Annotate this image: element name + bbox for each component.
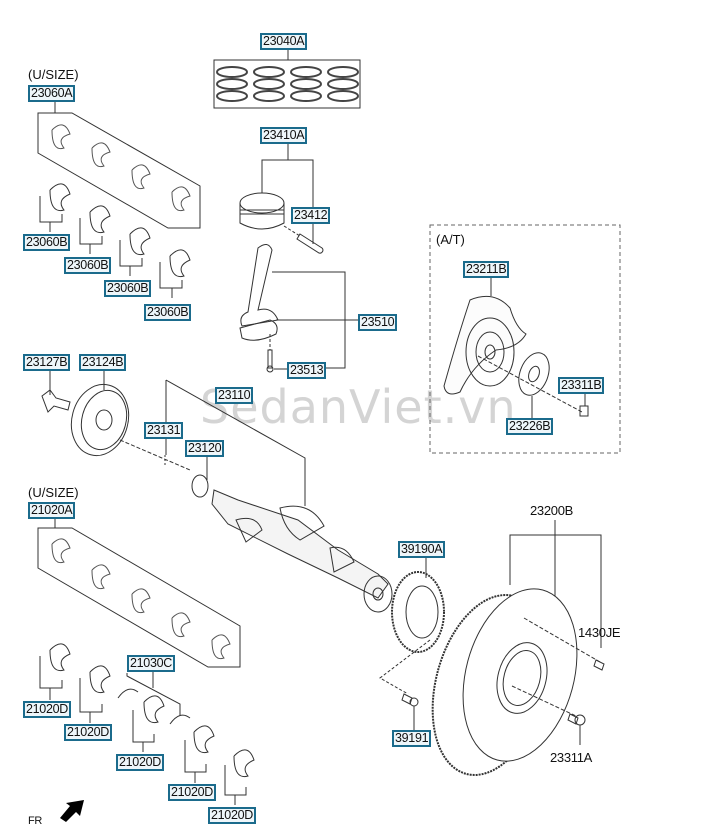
main-bearing-set-illustration <box>37 518 255 805</box>
part-label-23510[interactable]: 23510 <box>358 314 398 331</box>
part-label-23200B[interactable]: 23200B <box>530 503 574 518</box>
part-label-39191[interactable]: 39191 <box>392 730 432 747</box>
part-label-23060B-4[interactable]: 23060B <box>144 304 192 321</box>
undersize-note-lower: (U/SIZE) <box>28 485 79 500</box>
part-label-23110[interactable]: 23110 <box>215 387 254 404</box>
part-label-1430JE[interactable]: 1430JE <box>578 625 621 640</box>
part-label-23412[interactable]: 23412 <box>291 207 331 224</box>
front-arrow-icon <box>60 800 84 822</box>
flywheel-illustration <box>431 520 605 776</box>
part-label-23120[interactable]: 23120 <box>185 440 225 457</box>
part-label-23131[interactable]: 23131 <box>144 422 184 439</box>
part-label-23127B[interactable]: 23127B <box>23 354 71 371</box>
front-indicator: FR <box>28 815 43 827</box>
part-label-21020D-4[interactable]: 21020D <box>168 784 216 801</box>
piston-ring-set-illustration <box>213 48 361 109</box>
part-label-23060A[interactable]: 23060A <box>28 85 76 102</box>
part-label-23513[interactable]: 23513 <box>287 362 327 379</box>
part-label-23060B-3[interactable]: 23060B <box>104 280 152 297</box>
part-label-23040A[interactable]: 23040A <box>260 33 308 50</box>
part-label-23060B-1[interactable]: 23060B <box>23 234 71 251</box>
part-label-23311A[interactable]: 23311A <box>550 750 593 765</box>
part-label-23410A[interactable]: 23410A <box>260 127 308 144</box>
part-label-21020D-5[interactable]: 21020D <box>208 807 256 824</box>
part-label-21020D-3[interactable]: 21020D <box>116 754 164 771</box>
at-group-note: (A/T) <box>436 232 465 247</box>
part-label-39190A[interactable]: 39190A <box>398 541 446 558</box>
piston-assembly-illustration <box>239 141 358 373</box>
part-label-21030C[interactable]: 21030C <box>127 655 175 672</box>
part-label-23226B[interactable]: 23226B <box>506 418 554 435</box>
damper-pulley-illustration <box>41 367 191 471</box>
part-label-23124B[interactable]: 23124B <box>79 354 127 371</box>
part-label-21020A[interactable]: 21020A <box>28 502 76 519</box>
undersize-note-upper: (U/SIZE) <box>28 67 79 82</box>
part-label-21020D-2[interactable]: 21020D <box>64 724 112 741</box>
conrod-bearing-set-illustration <box>37 102 201 298</box>
crankshaft-illustration <box>164 379 393 613</box>
part-label-21020D-1[interactable]: 21020D <box>23 701 71 718</box>
at-drive-plate-group <box>429 224 621 454</box>
sensor-wheel-illustration <box>379 556 445 730</box>
part-label-23311B[interactable]: 23311B <box>558 377 605 394</box>
part-label-23060B-2[interactable]: 23060B <box>64 257 112 274</box>
part-label-23211B[interactable]: 23211B <box>463 261 510 278</box>
